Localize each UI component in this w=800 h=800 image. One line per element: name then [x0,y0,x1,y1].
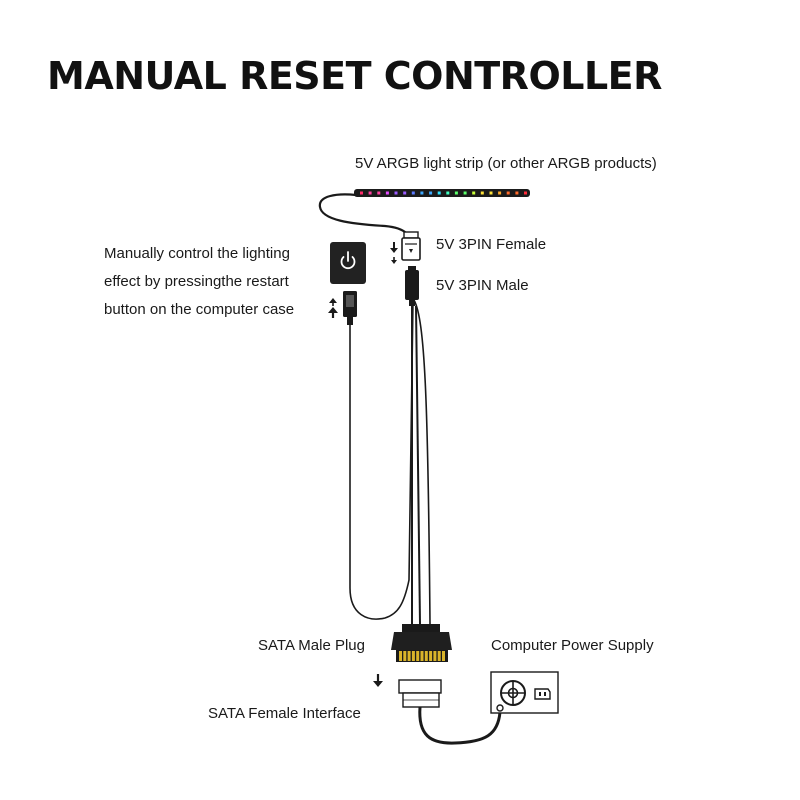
sata-female-label: SATA Female Interface [208,705,361,722]
led [437,191,441,195]
sata-pin [429,651,433,661]
main-cable [413,299,431,625]
led [377,191,381,195]
led [429,191,433,195]
sata-pin [411,651,415,661]
down-arrow-icon [391,257,397,264]
sata-male-plug [391,624,452,662]
power-icon [340,251,356,270]
down-arrow-icon [390,242,398,253]
description-line: effect by pressingthe restart [104,273,289,290]
sata-pin [403,651,407,661]
led [394,191,398,195]
led [403,191,407,195]
sata-male-label: SATA Male Plug [258,637,365,654]
sata-pin [416,651,420,661]
reset-description: Manually control the lighting effect by … [104,240,294,324]
fan-icon [500,680,526,706]
sata-pin [424,651,428,661]
light-strip-label: 5V ARGB light strip (or other ARGB produ… [355,155,657,172]
down-arrow-icon [373,674,383,687]
sata-pin [442,651,445,661]
description-line: button on the computer case [104,301,295,318]
reset-cable [349,299,414,620]
led [480,191,484,195]
male-3pin-label: 5V 3PIN Male [436,277,529,294]
led [489,191,493,195]
led [420,191,424,195]
led [472,191,476,195]
strip-cable [318,193,407,234]
led [498,191,502,195]
description-line: Manually control the lighting [104,245,290,262]
led [524,191,527,195]
sata-pin [437,651,441,661]
female-3pin-label: 5V 3PIN Female [436,236,547,253]
sata-pin [399,651,402,661]
sata-pin [407,651,411,661]
main-cable [415,305,421,625]
power-supply-label: Computer Power Supply [491,637,654,654]
male-3pin-connector [405,266,419,306]
socket-icon [534,688,551,700]
page-title: MANUAL RESET CONTROLLER [47,54,662,98]
led [368,191,372,195]
up-arrow-icon [328,307,338,318]
reset-2pin-connector [343,291,357,325]
led [454,191,458,195]
led [463,191,467,195]
argb-light-strip [354,189,530,197]
female-3pin-connector [401,231,421,261]
led [411,191,415,195]
sata-female-interface [398,679,442,708]
led [446,191,450,195]
computer-power-supply [490,671,559,714]
led [515,191,519,195]
led [360,191,363,195]
led [506,191,510,195]
sata-pin [420,651,424,661]
up-arrow-icon [329,298,337,306]
reset-button [330,242,366,284]
led [385,191,389,195]
psu-cable [418,706,502,745]
sata-pin [433,651,437,661]
